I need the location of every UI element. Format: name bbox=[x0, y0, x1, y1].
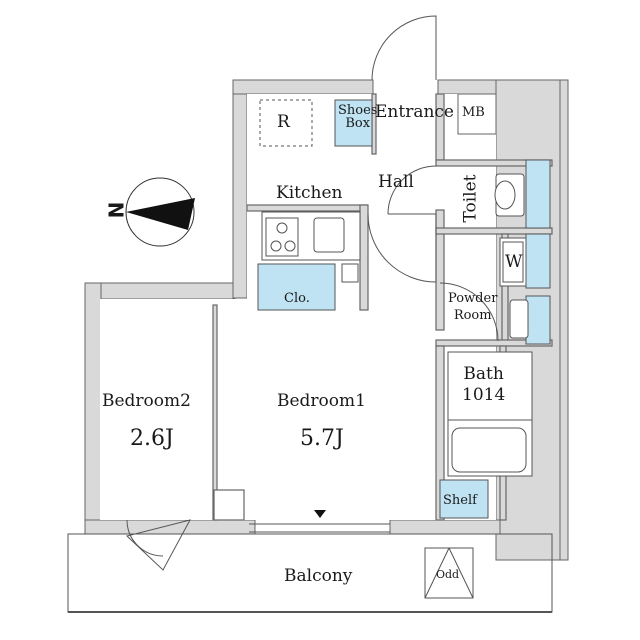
balcony-label: Balcony bbox=[284, 566, 353, 586]
refrigerator-label: R bbox=[277, 112, 290, 132]
toilet-label: Toilet bbox=[460, 174, 481, 223]
bedroom2-size: 2.6J bbox=[130, 426, 174, 451]
powder-room-line2: Room bbox=[453, 308, 492, 323]
closet-label: Clo. bbox=[284, 291, 310, 306]
washer-label: W bbox=[505, 252, 523, 272]
toilet-fixture bbox=[494, 173, 525, 217]
shoes-box-label: Shoes Box bbox=[338, 104, 377, 130]
hall-label: Hall bbox=[378, 172, 414, 192]
bath-line1: Bath bbox=[463, 364, 504, 384]
opening-marker bbox=[314, 510, 326, 518]
compass bbox=[125, 177, 195, 247]
compass-north-label: N bbox=[104, 201, 129, 219]
refrigerator-space bbox=[259, 99, 313, 147]
kitchen-label: Kitchen bbox=[276, 183, 343, 203]
powder-sink bbox=[509, 299, 529, 339]
balcony-area bbox=[67, 523, 553, 613]
shelf-label: Shelf bbox=[443, 493, 477, 508]
shoes-box-line1: Shoes bbox=[338, 103, 378, 118]
odd-label: Odd bbox=[436, 568, 460, 581]
shoes-box-line2: Box bbox=[345, 116, 371, 131]
bedroom1-name: Bedroom1 bbox=[277, 391, 366, 411]
bedroom2-name: Bedroom2 bbox=[102, 391, 191, 411]
entrance-label: Entrance bbox=[375, 102, 454, 122]
bath-line2: 1014 bbox=[462, 385, 506, 405]
bathtub bbox=[447, 351, 533, 477]
powder-room-line1: Powder bbox=[448, 291, 498, 306]
kitchen-counter bbox=[261, 211, 361, 283]
mb-shaft bbox=[457, 93, 497, 135]
bath-label: Bath 1014 bbox=[462, 366, 505, 404]
mb-label: MB bbox=[462, 105, 485, 120]
washer bbox=[499, 237, 527, 287]
door-swings bbox=[125, 15, 499, 571]
bedroom1-size: 5.7J bbox=[300, 426, 344, 451]
powder-room-label: Powder Room bbox=[448, 292, 497, 322]
